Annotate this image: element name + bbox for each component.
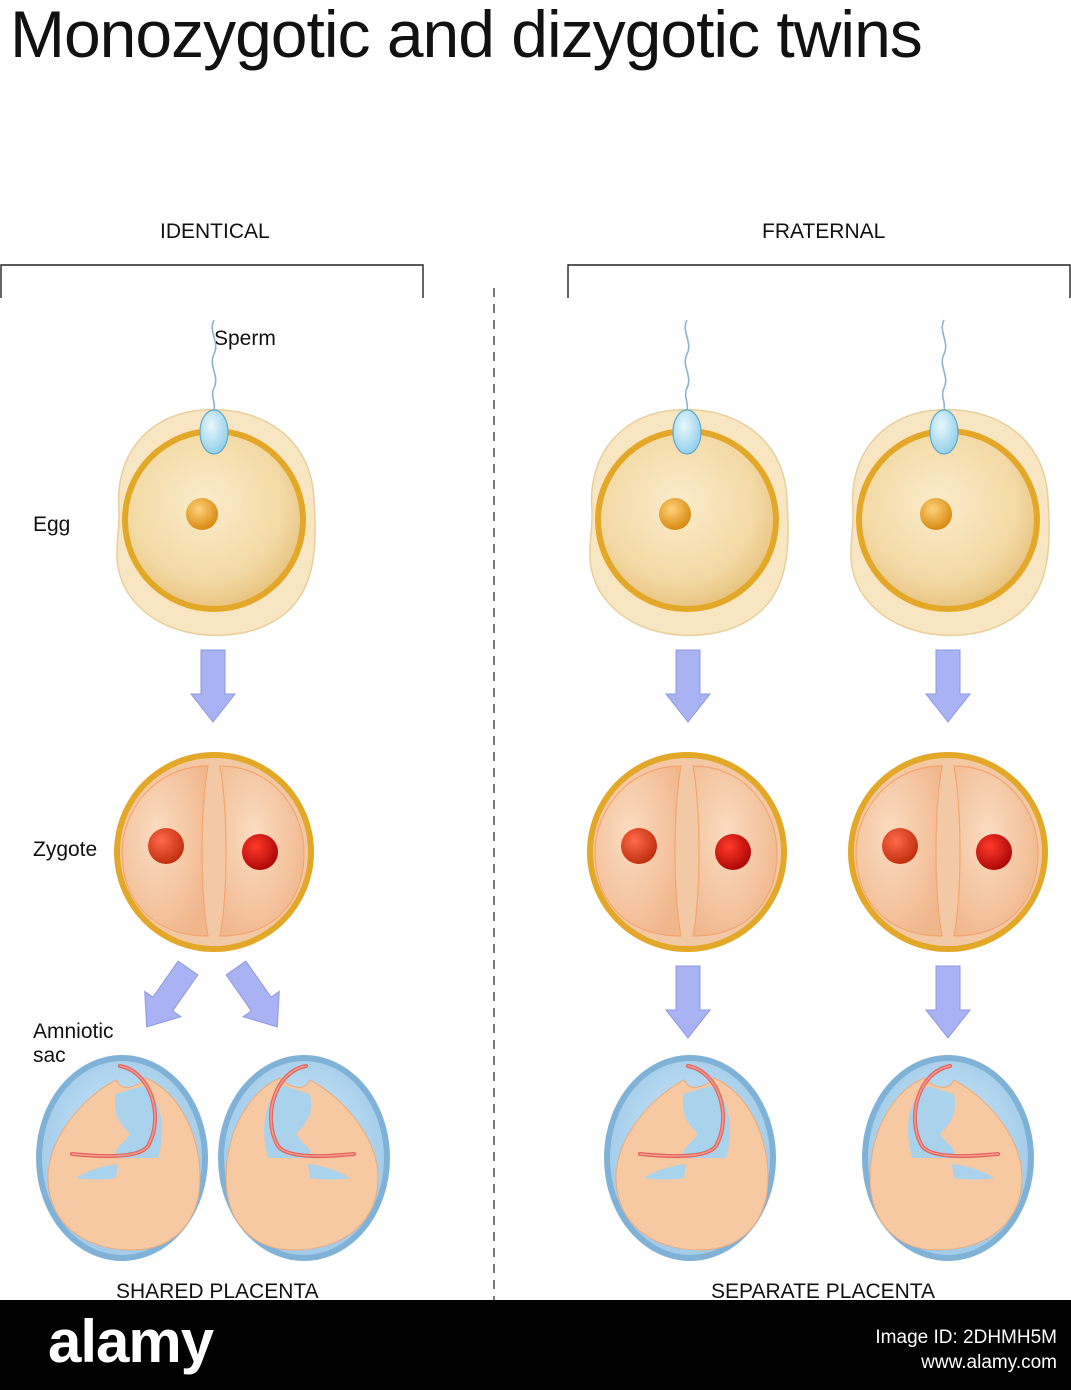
- label-separate-placenta: SEPARATE PLACENTA: [711, 1280, 936, 1303]
- label-shared-placenta: SHARED PLACENTA: [116, 1280, 319, 1303]
- header-fraternal: FRATERNAL: [762, 220, 886, 243]
- fraternal-zygote-left: [586, 751, 788, 953]
- twins-diagram: [0, 264, 1071, 1300]
- watermark-image-id: Image ID: 2DHMH5M: [875, 1327, 1057, 1348]
- header-identical: IDENTICAL: [160, 220, 270, 243]
- identical-zygote: [113, 751, 315, 953]
- bracket-fraternal: [567, 264, 1071, 298]
- watermark-url: www.alamy.com: [921, 1352, 1057, 1373]
- watermark-logo: alamy: [48, 1308, 214, 1375]
- fraternal-sperm-right: [929, 319, 959, 455]
- fraternal-arrow-right-2: [925, 965, 971, 1039]
- identical-sac-left: [34, 1053, 210, 1263]
- label-egg: Egg: [33, 513, 71, 536]
- identical-arrow-1: [190, 649, 236, 723]
- identical-sac-right: [216, 1053, 392, 1263]
- fraternal-sac-left: [602, 1053, 778, 1263]
- label-zygote: Zygote: [33, 838, 98, 861]
- fraternal-zygote-right: [847, 751, 1049, 953]
- fraternal-arrow-right-1: [925, 649, 971, 723]
- fraternal-arrow-left-1: [665, 649, 711, 723]
- label-amniotic-sac-line2: sac: [33, 1044, 66, 1067]
- identical-sperm: [199, 319, 229, 455]
- fraternal-sperm-left: [672, 319, 702, 455]
- page-title: Monozygotic and dizygotic twins: [10, 0, 923, 71]
- identical-arrow-split-right: [217, 954, 296, 1041]
- fraternal-sac-right: [860, 1053, 1036, 1263]
- label-amniotic-sac-line1: Amniotic: [33, 1020, 114, 1043]
- bracket-identical: [0, 264, 424, 298]
- identical-arrow-split-left: [128, 954, 207, 1041]
- fraternal-arrow-left-2: [665, 965, 711, 1039]
- watermark-bar: [0, 1300, 1071, 1390]
- label-sperm: Sperm: [214, 327, 276, 350]
